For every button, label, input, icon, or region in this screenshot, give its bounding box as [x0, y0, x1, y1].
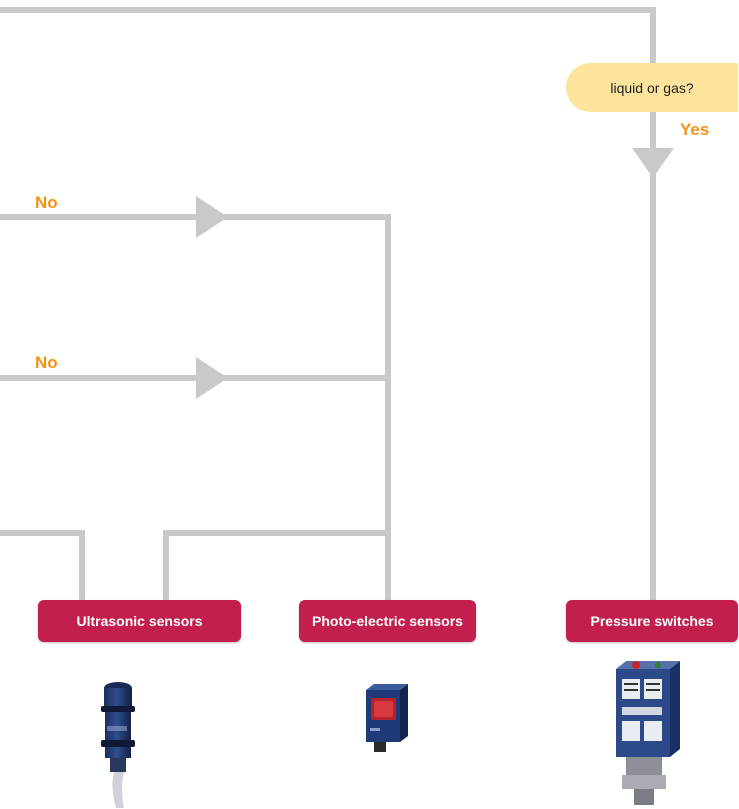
no-label-1: No: [35, 193, 58, 212]
ultrasonic-sensors-box: Ultrasonic sensors: [38, 600, 241, 642]
pressure-switches-box: Pressure switches: [566, 600, 738, 642]
connector-ultrasonic-right: [163, 530, 391, 600]
arrow-yes: [632, 148, 674, 178]
connector-ultrasonic-left: [0, 530, 85, 600]
arrow-no-1: [196, 196, 228, 238]
yes-label: Yes: [680, 120, 710, 139]
connector-no-1: [0, 214, 391, 530]
photo-electric-sensors-box: Photo-electric sensors: [299, 600, 476, 642]
photo-electric-sensor-icon: [366, 684, 408, 752]
connector-top: [0, 7, 656, 63]
ultrasonic-sensor-icon: [101, 682, 135, 808]
pressure-switches-label: Pressure switches: [590, 613, 714, 629]
photo-electric-sensors-label: Photo-electric sensors: [312, 613, 463, 629]
ultrasonic-sensors-label: Ultrasonic sensors: [76, 613, 203, 629]
decision-text: liquid or gas?: [610, 79, 694, 96]
no-label-2: No: [35, 353, 58, 372]
arrow-no-2: [196, 357, 228, 399]
pressure-switch-icon: [616, 661, 680, 805]
decision-liquid-or-gas: liquid or gas?: [566, 63, 738, 112]
